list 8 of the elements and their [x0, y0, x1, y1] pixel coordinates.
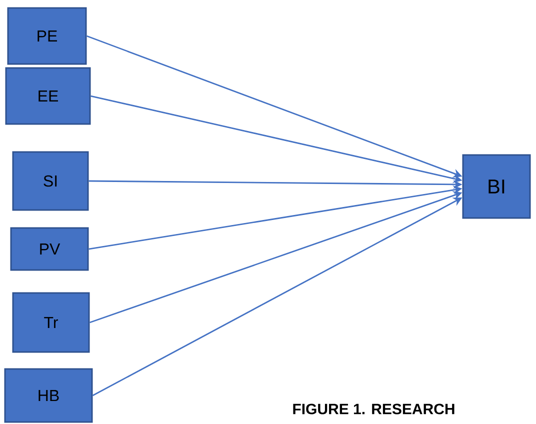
construct-box: BI [462, 154, 531, 219]
construct-box: HB [4, 368, 93, 423]
construct-box: EE [5, 67, 91, 125]
construct-box: Tr [12, 292, 90, 353]
construct-box: PE [7, 7, 87, 65]
construct-box: PV [10, 227, 89, 271]
construct-box: SI [12, 151, 89, 211]
figure-caption: FIGURE 1. RESEARCH [293, 404, 454, 414]
